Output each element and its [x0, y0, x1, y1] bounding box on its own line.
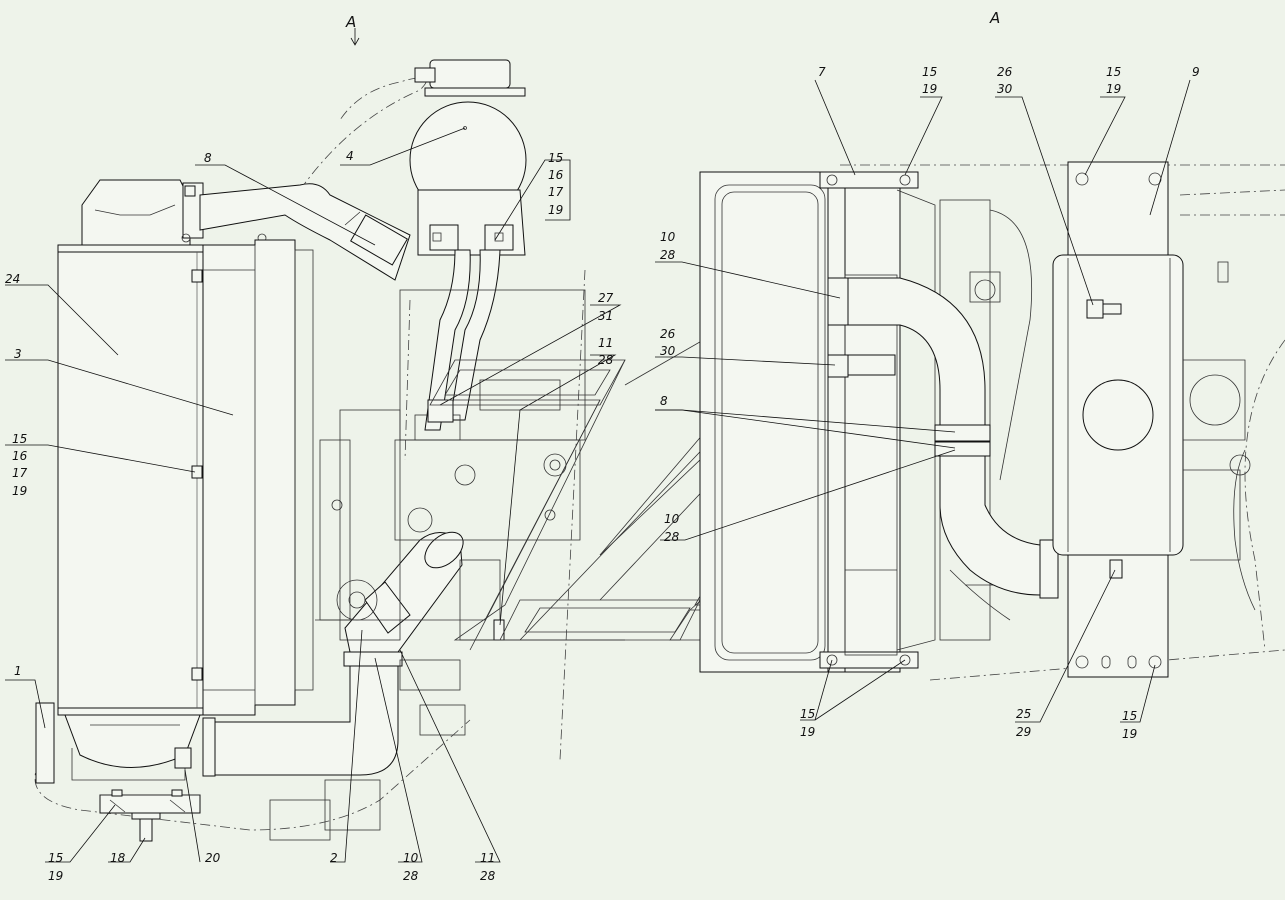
label-28: 28 [403, 869, 419, 883]
label-24: 24 [5, 272, 20, 286]
label-31: 31 [598, 309, 613, 323]
label-10: 10 [660, 230, 676, 244]
label-15: 15 [548, 151, 563, 165]
label-10: 10 [664, 512, 680, 526]
label-15: 15 [1106, 65, 1121, 79]
label-28: 28 [660, 248, 676, 262]
label-19: 19 [548, 203, 563, 217]
bracket-9-top [1067, 161, 1169, 258]
label-3: 3 [14, 347, 22, 361]
label-7: 7 [818, 65, 826, 79]
label-19: 19 [48, 869, 63, 883]
label-15: 15 [12, 432, 27, 446]
view-mark-right: A [989, 9, 1000, 27]
right-view [655, 79, 1285, 723]
label-16: 16 [12, 449, 28, 463]
label-19: 19 [800, 725, 815, 739]
clamp-10 [343, 651, 403, 667]
lower-mount [99, 789, 201, 842]
lower-loop-pipe [939, 454, 1041, 596]
radiator-core [57, 244, 204, 716]
label-30: 30 [660, 344, 676, 358]
label-15: 15 [922, 65, 937, 79]
leader-lines-left [5, 28, 622, 863]
callout-labels: A A 24 3 15 16 17 19 1 15 19 18 20 2 10 … [5, 9, 1200, 883]
label-15: 15 [800, 707, 815, 721]
label-28: 28 [598, 353, 614, 367]
intercooler-shroud [202, 239, 296, 716]
view-mark-left: A [345, 13, 356, 31]
label-8: 8 [660, 394, 668, 408]
label-20: 20 [205, 851, 221, 865]
leader-lines-right [655, 79, 1191, 723]
label-29: 29 [1016, 725, 1031, 739]
label-19: 19 [1106, 82, 1121, 96]
bracket-1 [35, 702, 55, 784]
air-cleaner [409, 59, 527, 256]
label-26: 26 [660, 327, 676, 341]
label-11: 11 [480, 851, 495, 865]
label-25: 25 [1016, 707, 1031, 721]
intake-hose [424, 249, 471, 431]
label-2: 2 [330, 851, 338, 865]
label-26: 26 [997, 65, 1013, 79]
label-30: 30 [997, 82, 1013, 96]
radiator-bolts [181, 233, 267, 681]
label-11: 11 [598, 336, 613, 350]
upper-hose [199, 183, 411, 281]
label-4: 4 [346, 149, 354, 163]
label-19: 19 [12, 484, 27, 498]
label-19: 19 [1122, 727, 1137, 741]
label-17: 17 [12, 466, 28, 480]
label-8: 8 [204, 151, 212, 165]
label-15: 15 [1122, 709, 1137, 723]
label-27: 27 [598, 291, 614, 305]
label-15: 15 [48, 851, 63, 865]
label-9: 9 [1192, 65, 1200, 79]
label-28: 28 [480, 869, 496, 883]
label-18: 18 [110, 851, 126, 865]
label-1: 1 [14, 664, 22, 678]
left-view [5, 28, 622, 863]
radiator-frame-7 [699, 171, 901, 673]
label-28: 28 [664, 530, 680, 544]
label-17: 17 [548, 185, 564, 199]
radiator-top-tank [81, 179, 191, 246]
clamp-8 [934, 424, 991, 442]
label-16: 16 [548, 168, 564, 182]
label-10: 10 [403, 851, 419, 865]
upper-loop-pipe [844, 277, 986, 431]
label-19: 19 [922, 82, 937, 96]
